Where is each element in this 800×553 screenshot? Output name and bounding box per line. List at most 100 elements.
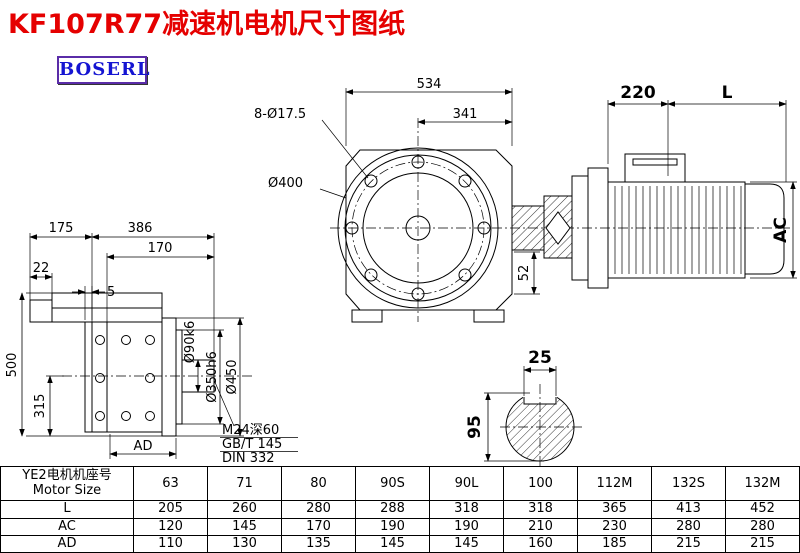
- value-cell: 110: [133, 534, 208, 553]
- dim-5-label: 5: [107, 285, 115, 300]
- dim-175-label: 175: [49, 221, 74, 236]
- value-cell: 260: [207, 500, 282, 519]
- value-cell: 145: [355, 534, 430, 553]
- value-cell: 120: [133, 517, 208, 536]
- size-header-cell: 112M: [577, 465, 652, 502]
- bolt-note-leader: [321, 119, 369, 179]
- dim-500-label: 500: [5, 353, 20, 378]
- cover-bolt: [145, 335, 155, 345]
- bolt-hole: [364, 174, 378, 188]
- side-dimensions: 175 386 170 22 5 500 315 AD Ø90k6 Ø350h6…: [5, 221, 298, 466]
- size-header-cell: 63: [133, 465, 208, 502]
- motor-size-header-cn: YE2电机机座号: [22, 468, 112, 484]
- value-cell: 215: [651, 534, 726, 553]
- input-shaft-hatched: [511, 205, 545, 251]
- tap-note-m24: M24深60: [222, 423, 279, 438]
- bolt-hole: [458, 268, 472, 282]
- table-header-row: YE2电机机座号 Motor Size 63 71 80 90S 90L 100…: [0, 465, 800, 502]
- motor-dimensions: 220 L AC 52: [514, 83, 797, 295]
- dim-d400-label: Ø400: [268, 176, 303, 191]
- front-foot-right: [473, 309, 505, 323]
- table-row-AD: AD 110 130 135 145 145 160 185 215 215: [0, 534, 800, 553]
- dim-d350-label: Ø350h6: [205, 351, 220, 403]
- row-label-cell: AC: [0, 517, 134, 536]
- dim-L-label: L: [722, 83, 733, 103]
- table-row-L: L 205 260 280 288 318 318 365 413 452: [0, 500, 800, 519]
- front-view: [330, 118, 790, 323]
- motor-view: [511, 153, 785, 289]
- value-cell: 288: [355, 500, 430, 519]
- cover-bolt: [95, 411, 105, 421]
- dim-95-label: 95: [465, 415, 485, 439]
- terminal-box: [624, 153, 686, 183]
- size-header-cell: 90S: [355, 465, 430, 502]
- value-cell: 135: [281, 534, 356, 553]
- boserl-logo: BOSERL: [57, 56, 150, 84]
- value-cell: 145: [429, 534, 504, 553]
- row-label-cell: L: [0, 500, 134, 519]
- value-cell: 413: [651, 500, 726, 519]
- front-dimensions: 534 341 8-Ø17.5 Ø400: [254, 77, 513, 199]
- value-cell: 452: [725, 500, 800, 519]
- value-cell: 170: [281, 517, 356, 536]
- cover-bolt: [95, 373, 105, 383]
- dim-386-label: 386: [128, 221, 153, 236]
- value-cell: 190: [429, 517, 504, 536]
- size-header-cell: 132M: [725, 465, 800, 502]
- housing-top-step: [29, 299, 53, 323]
- size-header-cell: 100: [503, 465, 578, 502]
- motor-size-header-en: Motor Size: [32, 482, 102, 498]
- dim-AC-label: AC: [771, 217, 791, 243]
- value-cell: 185: [577, 534, 652, 553]
- cover-bolt: [121, 335, 131, 345]
- cover-bolt: [121, 411, 131, 421]
- bolt-hole: [458, 174, 472, 188]
- bolt-holes-note: 8-Ø17.5: [254, 107, 306, 122]
- housing-main-body: [84, 321, 163, 433]
- output-flange-edge: [161, 317, 177, 437]
- tap-note-din: DIN 332: [222, 451, 275, 466]
- dim-170-label: 170: [148, 241, 173, 256]
- value-cell: 280: [725, 517, 800, 536]
- size-header-cell: 71: [207, 465, 282, 502]
- tap-note-leader: [213, 379, 235, 427]
- table-row-AC: AC 120 145 170 190 190 210 230 280 280: [0, 517, 800, 536]
- terminal-box-lid: [632, 158, 678, 166]
- size-header-cell: 80: [281, 465, 356, 502]
- motor-body: [607, 181, 746, 279]
- dim-AD-label: AD: [134, 439, 153, 454]
- size-header-cell: 132S: [651, 465, 726, 502]
- value-cell: 365: [577, 500, 652, 519]
- dim-d450-label: Ø450: [225, 359, 240, 394]
- cover-bolt: [145, 373, 155, 383]
- dim-22-label: 22: [33, 261, 50, 276]
- boserl-logo-text: BOSERL: [59, 59, 151, 80]
- spigot-edge: [175, 329, 183, 425]
- value-cell: 145: [207, 517, 282, 536]
- value-cell: 215: [725, 534, 800, 553]
- bolt-hole: [364, 268, 378, 282]
- dim-220-label: 220: [620, 83, 656, 103]
- cover-bolt: [95, 335, 105, 345]
- dim-341-label: 341: [453, 107, 478, 122]
- tap-note-gb: GB/T 145: [222, 437, 282, 452]
- shaft-section: 25 95: [465, 348, 582, 466]
- value-cell: 280: [651, 517, 726, 536]
- dim-25-label: 25: [528, 348, 552, 368]
- value-cell: 205: [133, 500, 208, 519]
- value-cell: 210: [503, 517, 578, 536]
- motor-size-table: YE2电机机座号 Motor Size 63 71 80 90S 90L 100…: [0, 465, 800, 553]
- size-header-cell: 90L: [429, 465, 504, 502]
- coupling-detail: [545, 211, 571, 245]
- motor-size-header-cell: YE2电机机座号 Motor Size: [0, 465, 134, 502]
- page-title: KF107R77减速机电机尺寸图纸: [8, 9, 406, 40]
- front-foot-left: [351, 309, 383, 323]
- dim-52-label: 52: [517, 265, 532, 282]
- row-label-cell: AD: [0, 534, 134, 553]
- dim-d90-label: Ø90k6: [183, 321, 198, 364]
- d400-leader: [319, 188, 347, 199]
- cover-bolt: [145, 411, 155, 421]
- value-cell: 280: [281, 500, 356, 519]
- value-cell: 160: [503, 534, 578, 553]
- value-cell: 190: [355, 517, 430, 536]
